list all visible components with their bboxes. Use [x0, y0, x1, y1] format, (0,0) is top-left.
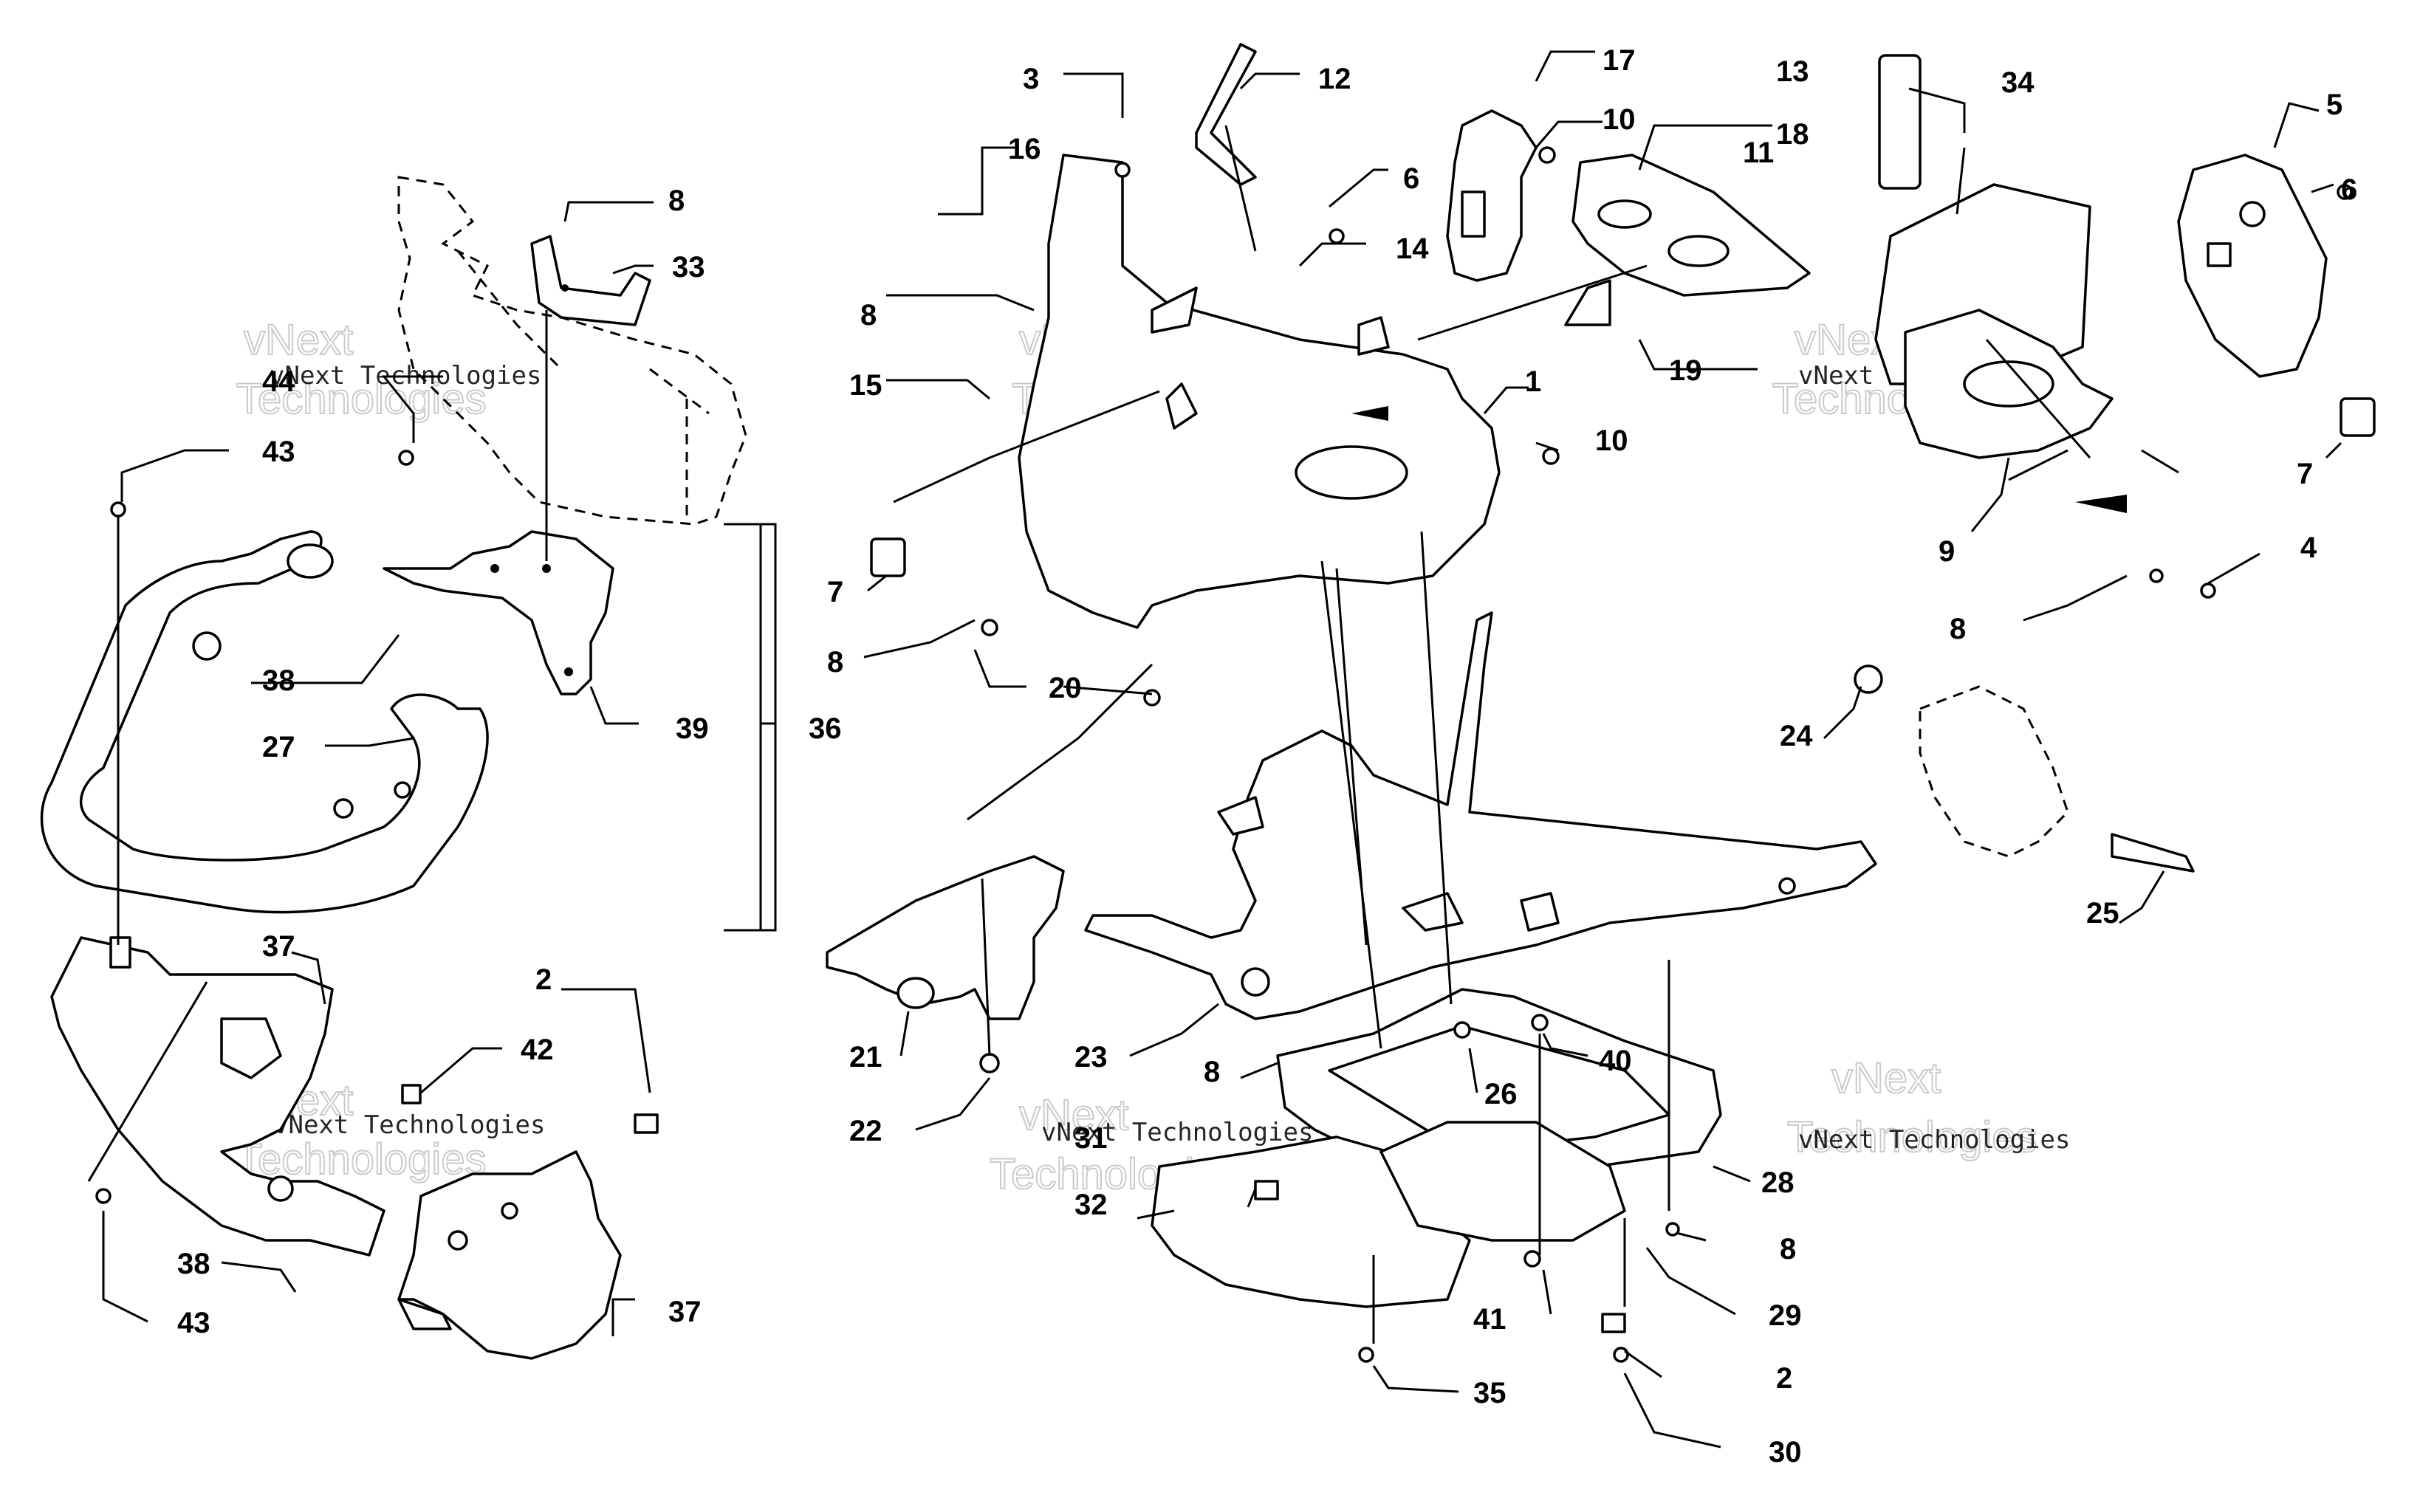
callout-11: 11: [1743, 137, 1774, 169]
callout-15: 15: [849, 369, 882, 402]
callout-37b: 37: [668, 1296, 702, 1328]
callout-22: 22: [849, 1115, 882, 1147]
watermark-text-4: vNext Technologies: [273, 1110, 545, 1140]
bracket-5: [2177, 154, 2328, 378]
callout-6: 6: [1403, 162, 1419, 195]
ghost-mount-24: [1854, 664, 2195, 873]
callout-8e: 8: [1204, 1056, 1220, 1088]
callout-17: 17: [1603, 44, 1636, 77]
bracket-19: [1564, 279, 1611, 326]
callout-28: 28: [1761, 1166, 1795, 1199]
callout-44: 44: [262, 365, 295, 398]
callout-18: 18: [1776, 118, 1809, 151]
callout-20: 20: [1049, 672, 1082, 704]
svg-text:vNext: vNext: [1019, 1091, 1128, 1139]
front-console-1: [1018, 154, 1501, 629]
bracket-21: [826, 855, 1065, 1020]
callout-29: 29: [1769, 1299, 1802, 1332]
callout-8c: 8: [827, 646, 843, 678]
svg-text:Technologies: Technologies: [236, 375, 487, 423]
plate-32: [1151, 1135, 1471, 1308]
callout-8b: 8: [860, 299, 877, 331]
callout-23: 23: [1074, 1041, 1108, 1073]
bracket-33: [530, 235, 651, 326]
callout-36: 36: [809, 712, 842, 745]
callout-2: 2: [535, 963, 552, 996]
callout-6b: 6: [2341, 173, 2357, 206]
callout-37: 37: [262, 930, 295, 963]
callout-32: 32: [1074, 1189, 1108, 1221]
callout-40: 40: [1599, 1045, 1632, 1077]
callout-16: 16: [1008, 133, 1041, 165]
block-7-right: [2340, 397, 2376, 437]
skid-plate-37-right: [397, 1150, 622, 1360]
callout-7b: 7: [2297, 458, 2313, 490]
callout-13: 13: [1776, 55, 1809, 88]
main-frame-23: [1084, 611, 1877, 1020]
callout-4: 4: [2300, 532, 2317, 564]
svg-text:Technologies: Technologies: [236, 1135, 487, 1183]
callout-26: 26: [1484, 1078, 1518, 1110]
plate-28: [1276, 988, 1722, 1197]
panel-12: [1195, 43, 1257, 186]
callout-10: 10: [1603, 103, 1636, 136]
callout-14: 14: [1396, 233, 1429, 265]
callout-35: 35: [1473, 1377, 1506, 1409]
plate-29: [1379, 1121, 1626, 1242]
fasteners: [95, 146, 2353, 1363]
callout-25: 25: [2086, 897, 2119, 929]
callout-42: 42: [521, 1034, 554, 1066]
callout-8: 8: [668, 185, 685, 217]
leader-lines: [87, 50, 2342, 1449]
callout-8f: 8: [1780, 1233, 1796, 1265]
svg-text:Technologies: Technologies: [1787, 1113, 2037, 1161]
callout-labels: 1 2 3 4 5 6 7 8 9 10 11 12 13 14 15 16 1…: [177, 44, 2357, 1468]
callout-30: 30: [1769, 1436, 1802, 1468]
callout-8d: 8: [1950, 613, 1966, 645]
strap-34: [1878, 54, 1922, 190]
callout-1: 1: [1525, 365, 1541, 398]
callout-33: 33: [672, 251, 705, 284]
callout-12: 12: [1318, 63, 1351, 95]
callout-3: 3: [1023, 63, 1039, 95]
ghost-body-panel: [397, 176, 747, 526]
callout-24: 24: [1780, 720, 1813, 752]
callout-31: 31: [1074, 1122, 1108, 1155]
callout-7: 7: [827, 576, 843, 608]
light-housing-17: [1446, 109, 1538, 282]
bracket-39: [383, 530, 614, 695]
svg-text:vNext: vNext: [244, 316, 353, 364]
callout-27: 27: [262, 731, 295, 763]
plate-18: [1571, 154, 1811, 297]
callout-38: 38: [262, 664, 295, 697]
callout-10b: 10: [1595, 425, 1628, 457]
front-bumper-36: [40, 530, 489, 914]
callout-39: 39: [676, 712, 709, 745]
callout-43b: 43: [177, 1307, 210, 1339]
callout-21: 21: [849, 1041, 882, 1073]
block-7-left: [870, 537, 906, 577]
skid-plate-37-left: [50, 936, 385, 1257]
callout-2b: 2: [1776, 1362, 1792, 1395]
callout-38b: 38: [177, 1248, 210, 1280]
plate-9: [1904, 309, 2114, 459]
callout-19: 19: [1669, 354, 1702, 387]
watermark-text-6: vNext Technologies: [1798, 1125, 2070, 1155]
callout-41: 41: [1473, 1303, 1506, 1336]
callout-5: 5: [2326, 89, 2342, 121]
watermark-text-5: vNext Technologies: [1041, 1118, 1313, 1147]
callout-43: 43: [262, 436, 295, 468]
svg-text:vNext: vNext: [1831, 1054, 1941, 1102]
callout-34: 34: [2001, 66, 2035, 99]
callout-9: 9: [1939, 535, 1955, 568]
